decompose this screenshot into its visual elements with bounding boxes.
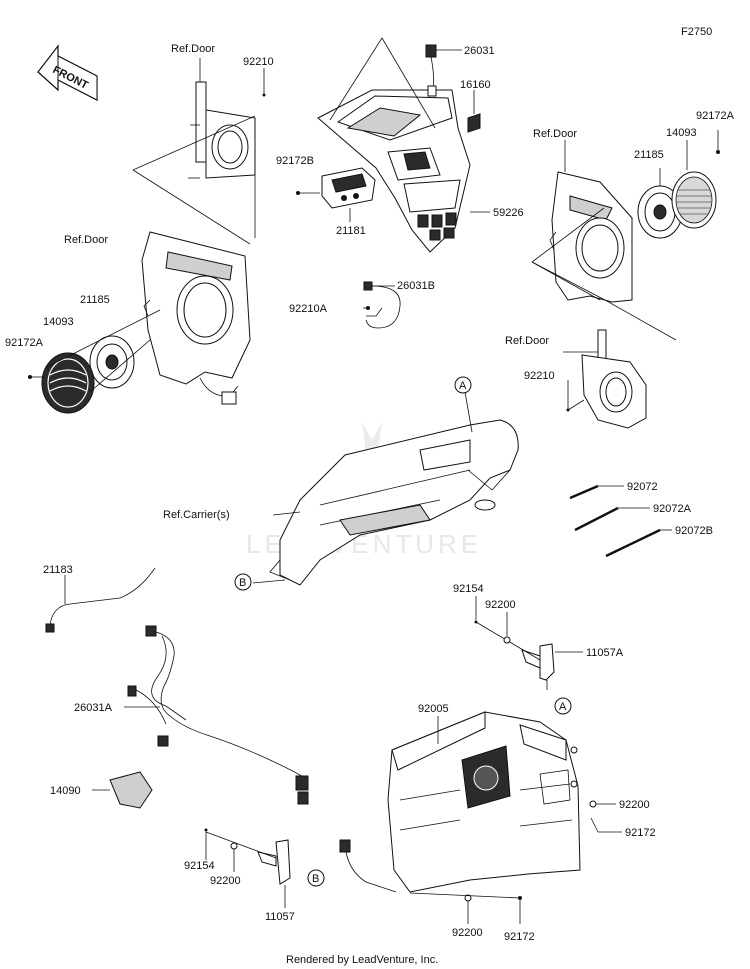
antenna-cable-21183: [45, 567, 156, 633]
figure-id: F2750: [681, 26, 712, 38]
bracket-11057a: [521, 643, 555, 690]
right-door-panel: [549, 171, 633, 303]
cable-ties: [569, 484, 661, 558]
svg-text:B: B: [239, 577, 246, 589]
carrier-tub: [269, 419, 519, 586]
label-92072a: 92072A: [653, 503, 692, 515]
label-14093: 14093: [43, 316, 74, 328]
label-14090: 14090: [50, 785, 81, 797]
label-ref-carrier: Ref.Carrier(s): [163, 509, 230, 521]
label-92200: 92200: [452, 927, 483, 939]
label-21185: 21185: [634, 149, 664, 161]
left-speaker-grille: [41, 352, 95, 414]
label-11057: 11057: [265, 911, 295, 923]
label-92072b: 92072B: [675, 525, 713, 537]
label-92172: 92172: [625, 827, 656, 839]
label-ref-door: Ref.Door: [171, 43, 215, 55]
left-speaker: [89, 335, 135, 389]
harness-26031b: [363, 281, 401, 329]
label-21181: 21181: [336, 225, 366, 237]
label-16160: 16160: [460, 79, 491, 91]
dash-panel: [317, 89, 471, 253]
bracket-11057: [257, 839, 291, 885]
label-92072: 92072: [627, 481, 658, 493]
label-ref-door: Ref.Door: [533, 128, 577, 140]
label-21185: 21185: [80, 294, 110, 306]
label-92154: 92154: [184, 860, 215, 872]
label-11057a: 11057A: [586, 647, 624, 659]
front-arrow-icon: FRONT: [37, 44, 98, 101]
subwoofer-connector: [339, 839, 397, 893]
svg-text:A: A: [459, 380, 467, 392]
connector-26031: [425, 44, 437, 97]
subwoofer-enclosure-92005: [387, 711, 581, 893]
harness-26031a: [127, 625, 309, 805]
callout-b-left: B: [234, 573, 252, 591]
label-92200: 92200: [210, 875, 241, 887]
label-ref-door: Ref.Door: [64, 234, 108, 246]
label-92172b: 92172B: [276, 155, 314, 167]
footer-credit: Rendered by LeadVenture, Inc.: [286, 954, 438, 966]
callout-a-top: A: [454, 376, 472, 394]
label-21183: 21183: [43, 564, 73, 576]
part-14090: [109, 771, 153, 809]
label-14093: 14093: [666, 127, 697, 139]
svg-text:B: B: [312, 873, 319, 885]
label-92005: 92005: [418, 703, 449, 715]
label-92210a: 92210A: [289, 303, 328, 315]
label-92210: 92210: [243, 56, 274, 68]
left-door-speaker-bracket: [188, 58, 266, 179]
label-26031a: 26031A: [74, 702, 113, 714]
right-speaker-grille: [671, 171, 717, 229]
part-labels: 26031 16160 Ref.Door 92210 92172B 21181 …: [5, 43, 735, 943]
label-92200: 92200: [619, 799, 650, 811]
label-92154: 92154: [453, 583, 484, 595]
label-92210: 92210: [524, 370, 555, 382]
label-ref-door: Ref.Door: [505, 335, 549, 347]
label-92200: 92200: [485, 599, 516, 611]
left-door-panel: [141, 231, 251, 405]
label-26031b: 26031B: [397, 280, 435, 292]
svg-text:A: A: [559, 701, 567, 713]
label-59226: 59226: [493, 207, 524, 219]
audio-unit-21181: [321, 167, 376, 209]
right-door-speaker-bracket: [581, 329, 647, 429]
label-92172a: 92172A: [5, 337, 44, 349]
label-92172: 92172: [504, 931, 535, 943]
label-26031: 26031: [464, 45, 495, 57]
label-92172a: 92172A: [696, 110, 735, 122]
callout-a-right: A: [554, 697, 572, 715]
callout-b-bottom: B: [307, 869, 325, 887]
part-16160: [467, 113, 481, 133]
